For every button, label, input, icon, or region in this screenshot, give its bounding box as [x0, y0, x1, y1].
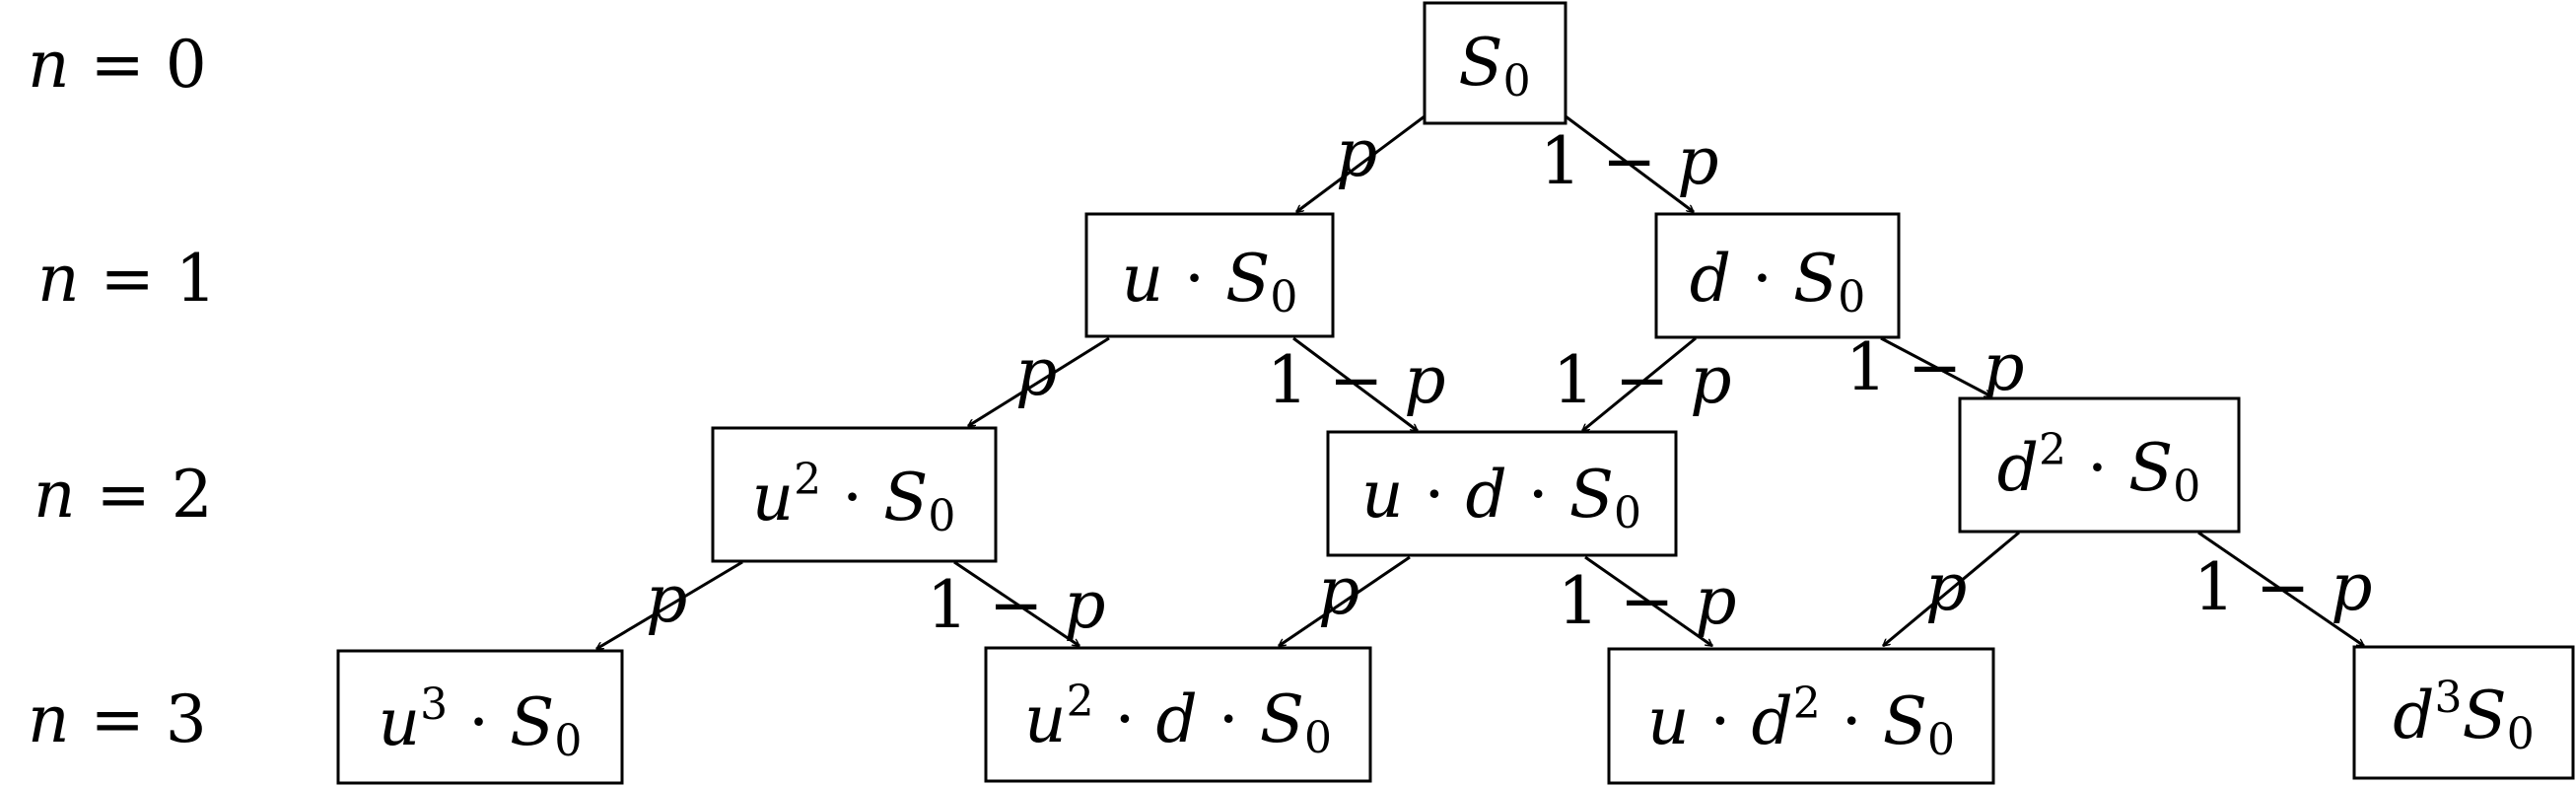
edge-label-1-minus-p: 1 − p	[927, 567, 1106, 643]
edge-label-1-minus-p: 1 − p	[1558, 563, 1737, 639]
edge-label-p: p	[646, 561, 687, 637]
edge-label-p: p	[1336, 115, 1377, 191]
node-label-u2S0: u2 · S0	[752, 455, 956, 541]
level-label-0: n = 0	[28, 27, 207, 103]
node-dS0: d · S0	[1654, 212, 1901, 339]
edge-label-p: p	[1318, 553, 1359, 629]
edge-u2S0-u2dS0	[953, 560, 1079, 648]
edge-label-1-minus-p: 1 − p	[1553, 342, 1732, 418]
edge-S0-uS0	[1296, 114, 1426, 214]
edge-label-1-minus-p: 1 − p	[2193, 549, 2373, 625]
level-label-1: n = 1	[37, 241, 217, 317]
edge-u2S0-u3S0	[596, 560, 743, 651]
edge-label-1-minus-p: 1 − p	[1845, 329, 2025, 405]
node-label-dS0: d · S0	[1690, 241, 1865, 322]
edge-uS0-udS0	[1292, 336, 1418, 433]
node-d2S0: d2 · S0	[1958, 396, 2241, 534]
node-label-u3S0: u3 · S0	[379, 679, 583, 766]
level-labels: n = 0 n = 1 n = 2 n = 3	[28, 27, 217, 757]
edge-label-p: p	[1015, 334, 1057, 410]
nodes: S0 u · S0 d · S0 u2 · S0 u · d · S0 d2 ·…	[336, 1, 2575, 785]
node-S0: S0	[1423, 1, 1567, 125]
edge-dS0-d2S0	[1880, 336, 1991, 398]
node-label-uS0: u · S0	[1122, 241, 1298, 322]
node-label-d3S0: d3S0	[2393, 673, 2534, 759]
node-d3S0: d3S0	[2352, 645, 2575, 780]
edge-labels: p 1 − p p 1 − p 1 − p 1 − p p 1 − p p 1 …	[646, 115, 2373, 643]
node-ud2S0: u · d2 · S0	[1607, 647, 1995, 785]
edge-udS0-ud2S0	[1584, 555, 1712, 648]
edge-uS0-u2S0	[968, 336, 1110, 428]
edge-d2S0-d3S0	[2197, 531, 2364, 648]
level-label-2: n = 2	[34, 457, 213, 533]
node-uS0: u · S0	[1084, 212, 1335, 338]
node-label-udS0: u · d · S0	[1361, 457, 1641, 538]
node-label-u2dS0: u2 · d · S0	[1024, 677, 1332, 763]
edge-label-1-minus-p: 1 − p	[1540, 123, 1719, 199]
node-u2S0: u2 · S0	[711, 426, 998, 563]
level-label-3: n = 3	[28, 681, 207, 757]
node-label-d2S0: d2 · S0	[1997, 425, 2200, 512]
node-label-S0: S0	[1458, 25, 1530, 107]
node-u3S0: u3 · S0	[336, 649, 624, 785]
edge-dS0-udS0	[1582, 336, 1697, 433]
edge-S0-dS0	[1565, 114, 1694, 214]
edge-d2S0-ud2S0	[1883, 531, 2020, 648]
edges	[596, 114, 2364, 651]
node-u2dS0: u2 · d · S0	[984, 646, 1372, 783]
edge-udS0-u2dS0	[1279, 555, 1411, 648]
node-udS0: u · d · S0	[1326, 430, 1678, 557]
edge-label-p: p	[1925, 549, 1967, 625]
edge-label-1-minus-p: 1 − p	[1267, 342, 1446, 418]
node-label-ud2S0: u · d2 · S0	[1647, 679, 1955, 765]
